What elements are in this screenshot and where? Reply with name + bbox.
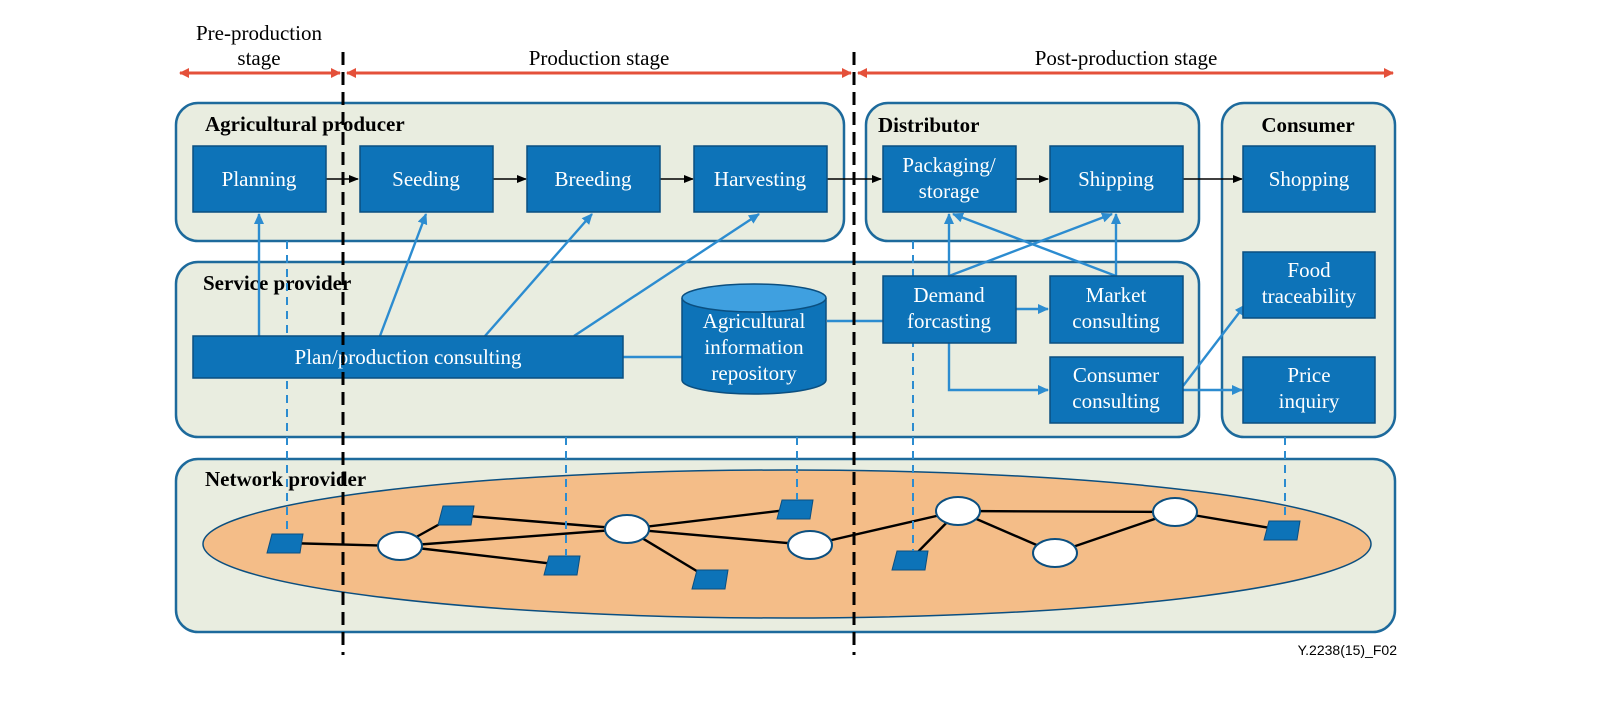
- network-link: [626, 527, 811, 547]
- price-label-2: inquiry: [1279, 389, 1340, 413]
- figure-id: Y.2238(15)_F02: [1298, 642, 1398, 658]
- network-link: [626, 507, 796, 531]
- consumer-consulting-label-1: Consumer: [1073, 363, 1159, 387]
- network-terminal: [891, 550, 929, 571]
- network-node: [1152, 497, 1198, 527]
- shopping-label: Shopping: [1269, 167, 1350, 191]
- market-label-2: consulting: [1072, 309, 1160, 333]
- repository-label-2: information: [704, 335, 804, 359]
- arrow-consulting-to-harvesting: [573, 212, 760, 338]
- network-link: [809, 509, 959, 547]
- arrow-consumer-consulting-to-food: [1182, 304, 1246, 387]
- network-node: [935, 496, 981, 526]
- plan-consulting-label: Plan/production consulting: [295, 345, 522, 369]
- network-link: [957, 509, 1176, 514]
- packaging-label-1: Packaging/: [902, 153, 995, 177]
- market-consulting-box: Market consulting: [1049, 275, 1184, 344]
- repository-label-1: Agricultural: [703, 309, 806, 333]
- network-node: [377, 531, 423, 561]
- agricultural-producer-title: Agricultural producer: [205, 112, 405, 136]
- network-link: [399, 544, 564, 567]
- repository-label-3: repository: [711, 361, 797, 385]
- arrow-consulting-to-breeding: [484, 213, 593, 337]
- demand-label-1: Demand: [913, 283, 985, 307]
- food-label-1: Food: [1287, 258, 1331, 282]
- packaging-storage-box: Packaging/ storage: [882, 145, 1017, 213]
- demand-label-2: forcasting: [907, 309, 991, 333]
- plan-production-consulting-box: Plan/production consulting: [192, 335, 624, 379]
- arrow-demand-to-consumer-consulting: [947, 343, 1049, 395]
- consumer-consulting-label-2: consulting: [1072, 389, 1160, 413]
- stage-production-label: Production stage: [529, 46, 670, 70]
- shipping-box: Shipping: [1049, 145, 1184, 213]
- consumer-consulting-box: Consumer consulting: [1049, 356, 1184, 424]
- stage-pre-production-label-2: stage: [237, 46, 280, 70]
- price-inquiry-box: Price inquiry: [1242, 356, 1376, 424]
- stage-post-production-label: Post-production stage: [1035, 46, 1218, 70]
- price-label-1: Price: [1287, 363, 1330, 387]
- harvesting-label: Harvesting: [714, 167, 807, 191]
- network-terminal: [437, 505, 475, 526]
- network-terminal: [691, 569, 729, 590]
- consumer-title: Consumer: [1261, 113, 1354, 137]
- network-link: [455, 513, 628, 531]
- network-terminal: [266, 533, 304, 554]
- agricultural-information-repository: Agricultural information repository: [681, 283, 827, 395]
- planning-box: Planning: [192, 145, 327, 213]
- food-label-2: traceability: [1262, 284, 1357, 308]
- breeding-box: Breeding: [526, 145, 661, 213]
- network-link: [399, 527, 628, 548]
- network-node: [604, 514, 650, 544]
- distributor-title: Distributor: [878, 113, 980, 137]
- network-terminal: [1263, 520, 1301, 541]
- arrow-consulting-to-seeding: [378, 213, 428, 337]
- market-label-1: Market: [1086, 283, 1147, 307]
- arrow-market-to-packaging: [952, 212, 1117, 278]
- network-node: [787, 530, 833, 560]
- demand-forecasting-box: Demand forcasting: [882, 275, 1017, 344]
- breeding-label: Breeding: [555, 167, 632, 191]
- network-node: [1032, 538, 1078, 568]
- service-provider-title: Service provider: [203, 271, 351, 295]
- network-access-lines: [286, 241, 1286, 556]
- network-terminal: [776, 499, 814, 520]
- network-terminal: [543, 555, 581, 576]
- network-provider-title: Network provider: [205, 467, 366, 491]
- arrow-demand-to-shipping: [948, 212, 1113, 278]
- packaging-label-2: storage: [919, 179, 980, 203]
- seeding-box: Seeding: [359, 145, 494, 213]
- seeding-label: Seeding: [392, 167, 460, 191]
- food-traceability-box: Food traceability: [1242, 251, 1376, 319]
- stage-pre-production-label-1: Pre-production: [196, 21, 322, 45]
- shipping-label: Shipping: [1078, 167, 1154, 191]
- shopping-box: Shopping: [1242, 145, 1376, 213]
- planning-label: Planning: [222, 167, 297, 191]
- harvesting-box: Harvesting: [693, 145, 828, 213]
